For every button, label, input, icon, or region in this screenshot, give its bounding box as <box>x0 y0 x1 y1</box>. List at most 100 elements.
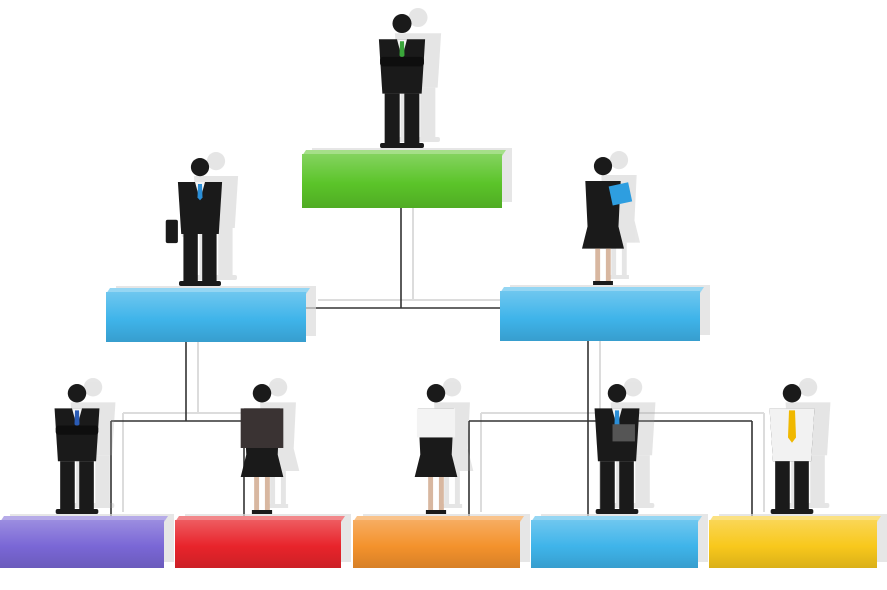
shoes <box>179 281 221 286</box>
leg-right <box>621 242 627 277</box>
leg-left <box>254 477 260 512</box>
torso <box>177 182 223 234</box>
person-top-man-arms-crossed <box>378 8 442 148</box>
person-bottom-1-man-arms-crossed <box>54 378 116 514</box>
leg-right <box>810 455 825 508</box>
head <box>782 384 802 403</box>
shoes <box>441 504 463 508</box>
block-bottom-1 <box>0 514 174 568</box>
head <box>798 378 818 397</box>
leg-right <box>79 461 94 514</box>
connector-mid-left-shadow <box>122 334 257 512</box>
person-bottom-5-man-in-white-shirt <box>769 378 831 514</box>
briefcase <box>165 219 178 244</box>
head <box>206 152 226 171</box>
person-body <box>594 384 640 514</box>
person-bottom-3-woman-holding-paper <box>414 378 474 514</box>
shoes <box>251 510 273 514</box>
person-body <box>165 158 223 286</box>
shoes <box>267 504 289 508</box>
leg-left <box>775 461 790 514</box>
block-front-face <box>500 291 700 341</box>
connector-top-shadow <box>318 200 512 301</box>
head <box>426 384 446 403</box>
block-front-face <box>0 520 164 568</box>
shoes <box>55 509 99 514</box>
shoes <box>380 143 424 148</box>
person-body <box>54 384 100 514</box>
shoes <box>609 275 629 279</box>
leg-right <box>218 228 233 280</box>
head <box>268 378 288 397</box>
tie <box>399 41 405 59</box>
shoes <box>425 510 447 514</box>
leg-right <box>454 471 460 506</box>
head <box>190 158 210 177</box>
block-front-face <box>531 520 698 568</box>
crossed-arms <box>55 425 99 435</box>
head <box>67 384 87 403</box>
position-blocks <box>0 148 887 568</box>
leg-left <box>600 461 615 514</box>
head <box>623 378 643 397</box>
block-front-face <box>353 520 520 568</box>
leg-left <box>384 93 400 148</box>
block-mid-right <box>500 285 710 341</box>
person-bottom-2-woman-in-dress <box>240 378 300 514</box>
tie <box>614 410 620 427</box>
person-body <box>378 14 426 148</box>
shoes <box>595 509 639 514</box>
leg-right <box>619 461 634 514</box>
block-bottom-5 <box>709 514 887 568</box>
leg-right <box>95 455 110 508</box>
block-bottom-4 <box>531 514 708 568</box>
clipboard <box>612 424 635 442</box>
people-figures <box>54 8 831 514</box>
block-top <box>302 148 512 208</box>
block-mid-left <box>106 286 316 342</box>
leg-left <box>611 242 617 277</box>
person-body <box>769 384 815 514</box>
leg-right <box>605 248 611 283</box>
person-mid-right-woman-with-folder <box>582 151 640 285</box>
folder <box>608 182 633 206</box>
leg-right <box>794 461 809 514</box>
person-mid-left-man-with-briefcase <box>165 152 239 286</box>
shoes <box>770 509 814 514</box>
connector-top <box>306 208 500 309</box>
head <box>392 14 412 34</box>
head <box>252 384 272 403</box>
leg-right <box>280 471 286 506</box>
leg-left <box>595 248 601 283</box>
block-front-face <box>709 520 877 568</box>
leg-right <box>420 87 436 142</box>
leg-left <box>60 461 75 514</box>
white-blouse <box>416 408 456 438</box>
leg-left <box>428 477 434 512</box>
crossed-arms <box>380 56 424 67</box>
leg-right <box>438 477 444 512</box>
jacket <box>240 408 284 448</box>
leg-right <box>635 455 650 508</box>
leg-left <box>444 471 450 506</box>
block-front-face <box>302 154 502 208</box>
person-body <box>582 157 633 285</box>
leg-right <box>202 234 217 286</box>
block-bottom-3 <box>353 514 530 568</box>
head <box>408 8 428 28</box>
head <box>442 378 462 397</box>
leg-right <box>404 93 420 148</box>
connector-lines <box>110 200 765 520</box>
leg-right <box>264 477 270 512</box>
shoes <box>593 281 613 285</box>
leg-left <box>270 471 276 506</box>
head <box>607 384 627 403</box>
tie <box>788 410 796 443</box>
head <box>609 151 629 170</box>
person-body <box>414 384 458 514</box>
tie <box>74 410 80 427</box>
head <box>593 157 613 176</box>
block-bottom-2 <box>175 514 351 568</box>
